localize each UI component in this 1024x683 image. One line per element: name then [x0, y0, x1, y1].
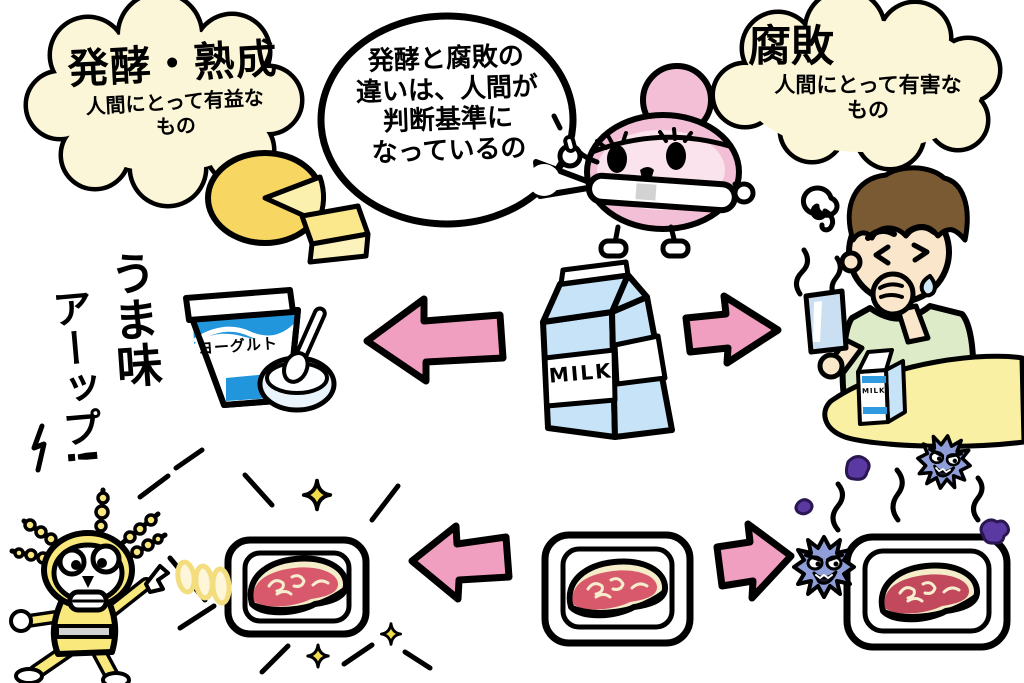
- tray-rotten-meat: [843, 533, 1011, 651]
- arrow-meat-to-rotten: [713, 520, 795, 602]
- small-milk-carton-icon: [856, 348, 907, 426]
- cheese-icon: [205, 150, 371, 265]
- tray-fresh-meat: [541, 531, 694, 647]
- glass-of-milk-icon: [803, 288, 849, 355]
- pointing-glove: [144, 564, 170, 594]
- lactic-acid-bacteria-character-icon: [551, 63, 756, 259]
- umami-up-text-col1: うま味: [101, 248, 166, 390]
- thought-cloud-rot: [710, 0, 1003, 172]
- stink-lines: [830, 467, 985, 533]
- excitement-lines: [31, 423, 205, 500]
- cloud-rot-title: 腐敗: [748, 22, 834, 72]
- mold-blob: [979, 518, 1010, 545]
- emphasis-marks: [551, 104, 577, 131]
- milk-carton-icon: [540, 259, 675, 440]
- mold-blob: [845, 455, 871, 481]
- cloud-fermentation-text: 発酵・熟成 人間にとって有益な もの: [38, 33, 311, 145]
- arrow-milk-to-yogurt: [363, 295, 507, 385]
- tray-aged-meat: [224, 536, 370, 638]
- yogurt-icon: [183, 287, 337, 413]
- ferment-bubbles: [175, 559, 232, 606]
- small-milk-carton-label: MILK: [861, 386, 886, 396]
- thought-cloud-fermentation: [23, 0, 305, 209]
- speech-bubble: [317, 12, 603, 228]
- sweat-drop: [919, 274, 937, 298]
- antenna-beads: [13, 491, 164, 565]
- annoyed-scribble: [800, 185, 840, 233]
- disgusted-boy-icon: [794, 165, 1024, 449]
- arrow-meat-to-aged: [408, 522, 513, 603]
- yogurt-lid: [183, 287, 296, 323]
- cloud-rot-text: 腐敗 人間にとって有害な もの: [742, 22, 994, 122]
- mold-blob: [794, 498, 814, 516]
- germ-icons: [792, 430, 1010, 599]
- spoon-icon: [282, 306, 327, 384]
- cloud-rot-line2: もの: [847, 97, 889, 122]
- fermentation-microbe-character-icon: [9, 423, 232, 683]
- speech-bubble-text: 発酵と腐敗の 違いは、人間が 判断基準に なっているの: [328, 40, 567, 171]
- cloud-rot-line1: 人間にとって有害な: [774, 72, 962, 97]
- arrow-milk-to-spoiled: [682, 292, 782, 367]
